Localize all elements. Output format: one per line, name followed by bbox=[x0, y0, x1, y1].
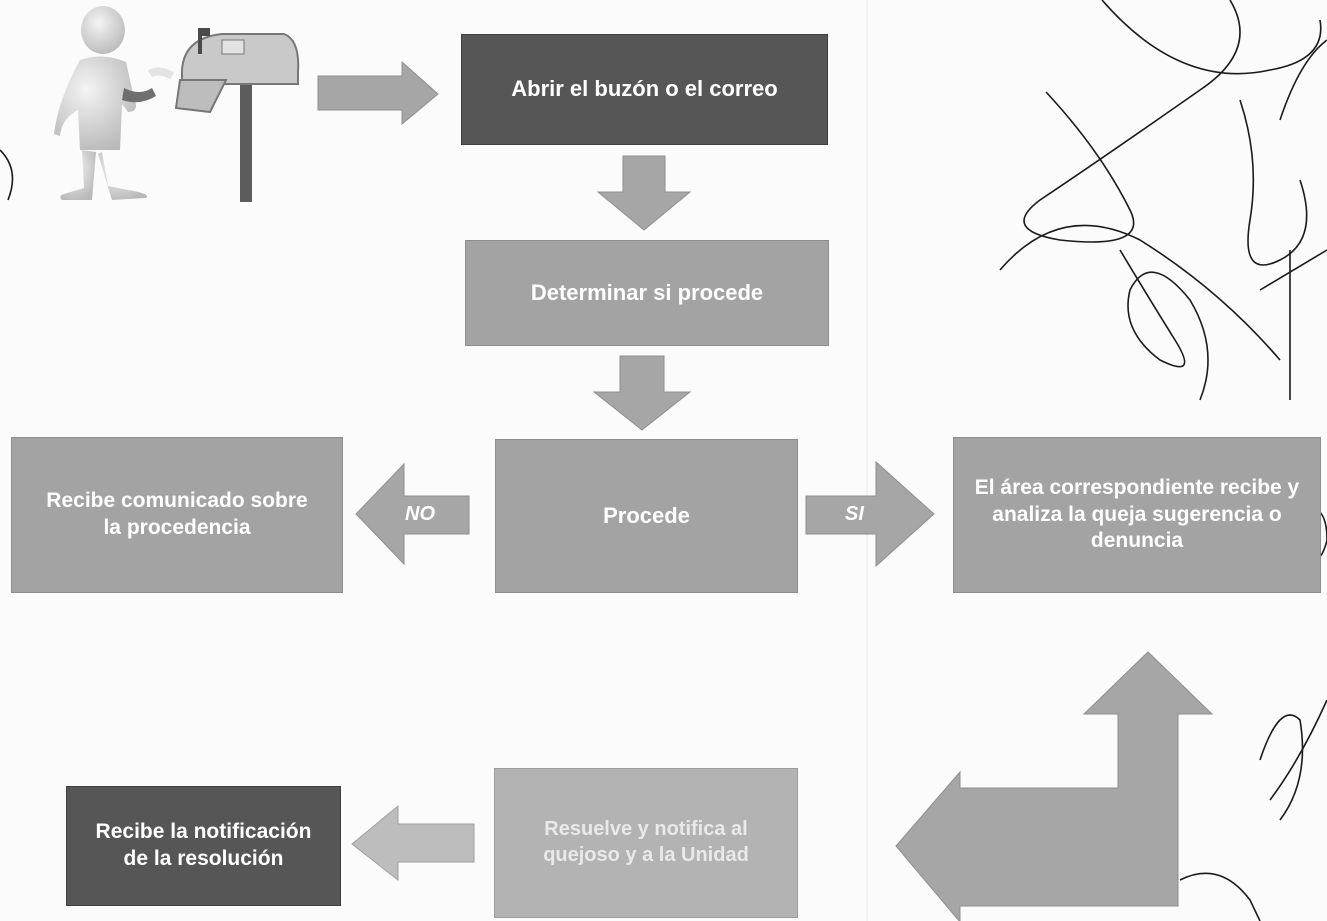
arrow-right-si bbox=[805, 460, 935, 568]
arrow-l-shape bbox=[895, 651, 1214, 921]
page-fold-line bbox=[866, 0, 868, 921]
arrow-down-1 bbox=[596, 155, 692, 231]
person-at-mailbox-illustration bbox=[54, 6, 300, 202]
step-open-mailbox: Abrir el buzón o el correo bbox=[461, 34, 828, 145]
mailbox-icon bbox=[147, 28, 300, 202]
step-receives-resolution-label: Recibe la notificación de la resolución bbox=[95, 820, 312, 870]
arrow-left-no bbox=[355, 462, 470, 566]
step-area-analyzes: El área correspondiente recibe y analiza… bbox=[953, 437, 1321, 593]
step-area-analyzes-label: El área correspondiente recibe y analiza… bbox=[974, 475, 1300, 553]
step-receives-notice-label: Recibe comunicado sobre la procedencia bbox=[46, 489, 308, 539]
step-receives-notice: Recibe comunicado sobre la procedencia bbox=[11, 437, 343, 593]
step-receives-resolution: Recibe la notificación de la resolución bbox=[66, 786, 341, 906]
branch-no-label: NO bbox=[405, 503, 435, 525]
step-proceeds-label: Procede bbox=[603, 502, 690, 528]
branch-yes-label: SI bbox=[845, 503, 864, 525]
arrow-right-1 bbox=[317, 60, 439, 126]
arrow-left-final bbox=[351, 804, 475, 882]
step-resolves: Resuelve y notifica al quejoso y a la Un… bbox=[494, 768, 798, 918]
step-resolves-label: Resuelve y notifica al quejoso y a la Un… bbox=[543, 818, 749, 866]
step-determine-label: Determinar si procede bbox=[530, 279, 764, 305]
person-figure bbox=[54, 6, 156, 200]
arrow-down-2 bbox=[592, 355, 692, 431]
step-determine: Determinar si procede bbox=[465, 240, 829, 346]
step-open-mailbox-label: Abrir el buzón o el correo bbox=[511, 76, 778, 102]
step-proceeds: Procede bbox=[495, 439, 798, 593]
